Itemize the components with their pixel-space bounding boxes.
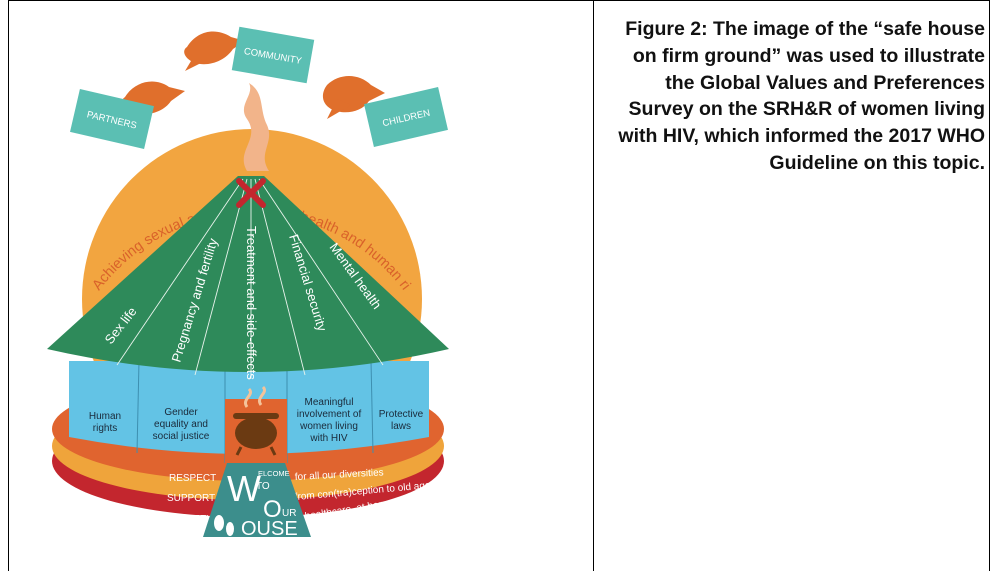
bird-icon (184, 31, 245, 71)
wall-text-gender-equality: Gender equality and social justice (153, 407, 210, 442)
welcome-sign-lettering: W ELCOME TO O UR OUSE (227, 468, 298, 540)
svg-text:with HIV: with HIV (309, 433, 348, 444)
figure-caption: Figure 2: The image of the “safe house o… (618, 18, 985, 174)
svg-text:laws: laws (391, 421, 411, 432)
svg-text:TO: TO (256, 481, 270, 492)
svg-text:equality and: equality and (154, 419, 208, 430)
band-text-respect: for all our diversities (295, 467, 384, 483)
safe-house-figure: Achieving sexual and reproductive health… (9, 1, 473, 540)
svg-text:women living: women living (299, 421, 358, 432)
wall-text-human-rights: Human rights (89, 411, 121, 434)
bird-card-community: COMMUNITY (231, 26, 315, 84)
bird-icon (322, 76, 385, 119)
band-label-safety: SAFETY (174, 514, 213, 525)
svg-text:Gender: Gender (164, 407, 198, 418)
footprints-icon (214, 515, 234, 536)
cooking-pot-icon (233, 385, 279, 456)
svg-text:social justice: social justice (153, 431, 210, 442)
roof-lines (116, 178, 384, 379)
svg-text:W: W (227, 468, 261, 509)
svg-text:Human: Human (89, 411, 121, 422)
svg-text:UR: UR (282, 508, 296, 519)
svg-text:O: O (263, 496, 282, 523)
roof-cross (236, 178, 266, 208)
svg-text:Protective: Protective (379, 409, 424, 420)
wall-text-protective-laws: Protective laws (379, 409, 424, 432)
bird-card-children: CHILDREN (364, 87, 448, 147)
svg-text:ELCOME: ELCOME (258, 469, 290, 478)
svg-text:OUSE: OUSE (241, 518, 298, 540)
wall-text-meaningful-involvement: Meaningful involvement of women living w… (297, 397, 362, 444)
smoke-plume (243, 83, 270, 171)
roof-label-treatment: Treatment and side-effects (244, 226, 259, 380)
band-label-support: SUPPORT (167, 493, 215, 504)
bird-card-partners: PARTNERS (70, 89, 154, 149)
svg-text:involvement of: involvement of (297, 409, 362, 420)
table-divider (593, 0, 594, 571)
svg-text:Meaningful: Meaningful (305, 397, 354, 408)
band-label-respect: RESPECT (169, 473, 216, 484)
table-frame (8, 0, 990, 571)
welcome-sign (203, 463, 311, 537)
svg-text:rights: rights (93, 423, 117, 434)
house-roof (47, 176, 449, 372)
